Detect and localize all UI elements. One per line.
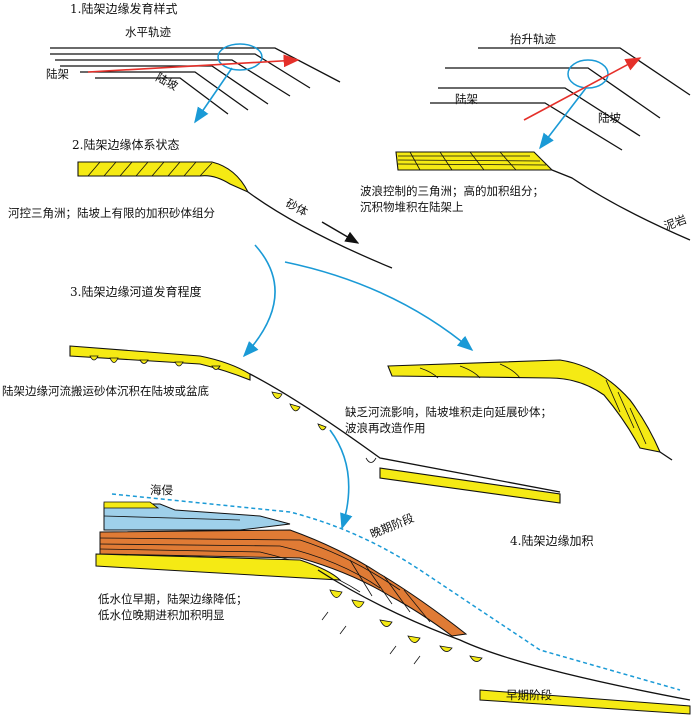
panel3-left-shelf-margin	[69, 345, 561, 504]
horizontal-trajectory-label: 水平轨迹	[125, 25, 171, 39]
panel3-left-caption: 陆架边缘河流搬运砂体沉积在陆坡或盆底	[2, 384, 209, 398]
panel1-left-shelf-label: 陆架	[46, 67, 69, 81]
panel2-left-delta	[77, 161, 393, 269]
flow-arrow-left	[242, 244, 276, 358]
flow-arrow-to-panel4	[329, 429, 353, 530]
panel1-right-trajectory-arrow	[523, 57, 642, 121]
panel3-right-caption-1: 缺乏河流影响，陆坡堆积走向延展砂体；	[345, 405, 552, 419]
panel1-left-clinoforms	[50, 47, 341, 115]
panel1-right-focus-ellipse	[567, 59, 609, 89]
section-1-title: 1.陆架边缘发育样式	[70, 2, 178, 16]
panel1-right-slope-label: 陆坡	[598, 111, 621, 125]
panel3-right-shelf-margin	[387, 359, 673, 461]
panel2-left-caption: 河控三角洲；陆坡上有限的加积砂体组分	[8, 206, 215, 220]
late-stage-clinoforms	[99, 529, 468, 637]
sea-level-line	[111, 493, 681, 691]
panel4-accretion	[95, 493, 691, 715]
panel1-right-clinoforms	[430, 47, 691, 151]
panel1-right-shelf-label: 陆架	[455, 92, 478, 106]
flow-arrow-right	[284, 261, 474, 352]
section-2-title: 2.陆架边缘体系状态	[72, 138, 180, 152]
panel2-right-caption-2: 沉积物堆积在陆架上	[360, 200, 464, 214]
section-4-title: 4.陆架边缘加积	[510, 534, 594, 548]
panel1-left-zoom-arrow	[194, 67, 233, 124]
panel4-caption-1: 低水位早期，陆架边缘降低；	[98, 592, 248, 606]
section-3-title: 3.陆架边缘河道发育程度	[70, 285, 202, 299]
rising-trajectory-label: 抬升轨迹	[510, 32, 556, 46]
panel1-right-zoom-arrow	[539, 87, 587, 150]
transgressive-unit	[103, 503, 291, 531]
panel2-right-caption-1: 波浪控制的三角洲；高的加积组分；	[360, 184, 544, 198]
transgression-label: 海侵	[150, 483, 173, 497]
panel4-caption-2: 低水位晚期进积加积明显	[98, 608, 225, 622]
panel1-left-trajectory-arrow	[87, 54, 300, 73]
sand-transport-arrow	[321, 221, 360, 244]
panel3-right-caption-2: 波浪再改造作用	[345, 421, 426, 435]
panel1-left-focus-ellipse	[217, 43, 263, 71]
early-stage-sand	[479, 689, 691, 715]
early-stage-label: 早期阶段	[506, 688, 552, 702]
panel2-right-delta	[395, 151, 691, 241]
